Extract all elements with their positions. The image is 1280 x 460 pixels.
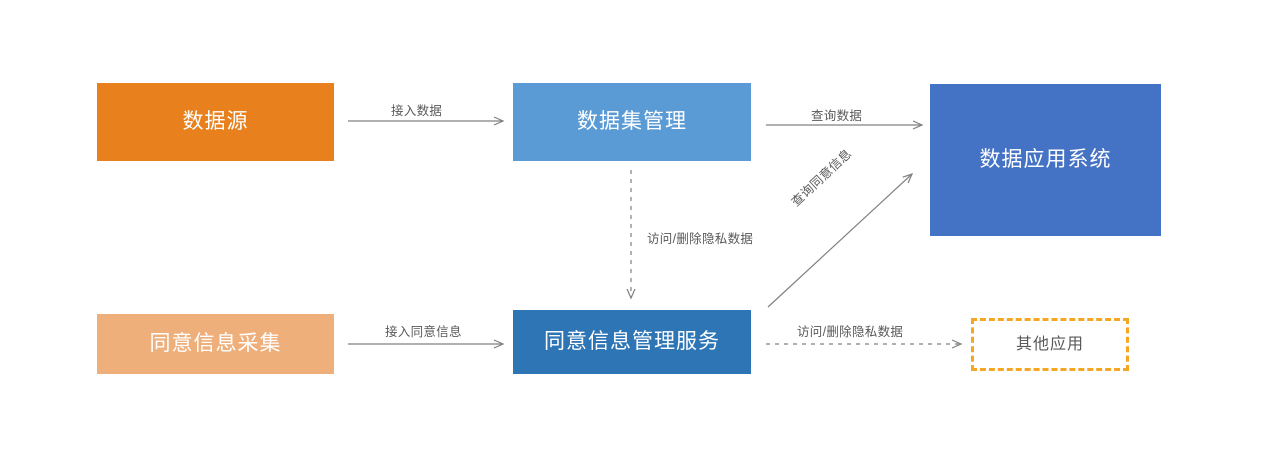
node-data-source-label: 数据源 — [182, 110, 249, 134]
node-data-application-system[interactable]: 数据应用系统 — [930, 84, 1161, 236]
node-other-application[interactable]: 其他应用 — [971, 318, 1129, 371]
node-consent-collection[interactable]: 同意信息采集 — [97, 314, 334, 374]
node-other-application-label: 其他应用 — [1015, 335, 1084, 353]
edge-label-query-consent-info: 查询同意信息 — [788, 146, 855, 210]
node-consent-collection-label: 同意信息采集 — [149, 332, 282, 356]
edge-label-access-delete-private-data-primary: 访问/删除隐私数据 — [647, 232, 754, 246]
edge-label-ingest-data: 接入数据 — [391, 104, 443, 118]
edge-label-ingest-consent-info: 接入同意信息 — [385, 325, 462, 339]
node-data-application-system-label: 数据应用系统 — [979, 148, 1112, 172]
node-data-source[interactable]: 数据源 — [97, 83, 334, 161]
node-dataset-management[interactable]: 数据集管理 — [513, 83, 751, 161]
node-dataset-management-label: 数据集管理 — [577, 110, 687, 134]
node-consent-management-service[interactable]: 同意信息管理服务 — [513, 310, 751, 374]
edge-label-access-delete-private-data-secondary: 访问/删除隐私数据 — [797, 325, 904, 339]
edge-label-query-data: 查询数据 — [811, 109, 863, 123]
node-consent-management-service-label: 同意信息管理服务 — [544, 330, 720, 354]
